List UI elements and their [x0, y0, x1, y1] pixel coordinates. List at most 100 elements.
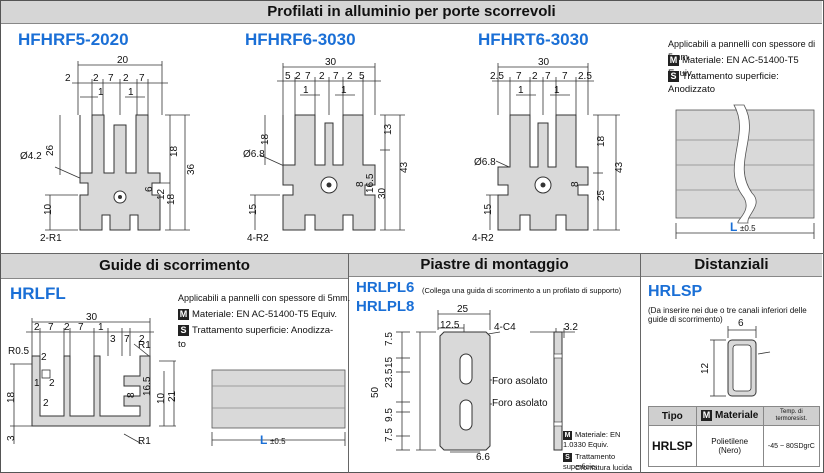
label-slot-hole-1: Foro asolato [492, 376, 548, 387]
slot-hole-2 [459, 399, 473, 431]
length-illustration-guide: L ±0.5 [211, 369, 346, 447]
dim-hfhrt6-e: 7 [562, 71, 568, 82]
table-row: HRLSP Polietilene (Nero) -45 ~ 80SDgrC [648, 425, 821, 467]
length-label-guide: L [260, 433, 267, 447]
dim-hfhrf6-d: 2 [319, 71, 325, 82]
product-title-hfhrf5: HFHRF5-2020 [18, 30, 129, 49]
length-tolerance-top: ±0.5 [740, 224, 756, 233]
dim-hfhrf6-h3: 43 [399, 161, 410, 173]
product-title-hrlpl6: HRLPL6 [356, 279, 415, 296]
dim-hrlfl-w: 30 [86, 312, 98, 323]
dim-hfhrt6-h5: 15 [483, 203, 494, 215]
spacer-drawing: 6 12 [700, 318, 771, 397]
dim-hrlfl-f: 7 [124, 334, 130, 345]
profile-drawing-hfhrt6: 30 2.5 7 2 7 7 2.5 1 1 Ø6.8 18 43 8 25 1… [472, 57, 625, 244]
plate-material-badge: M [563, 430, 572, 440]
dim-plate-b: 6.6 [476, 452, 490, 463]
dim-hrlfl-r1b: R1 [138, 436, 151, 447]
profile-shape-hfhrt6 [497, 114, 589, 231]
cell-material: Polietilene (Nero) [695, 425, 764, 467]
dim-hfhrt6-hole: Ø6.8 [474, 157, 496, 168]
dim-hfhrt6-d: 7 [545, 71, 551, 82]
top-note-applicable: Applicabili a pannelli con spessore di 5… [668, 39, 816, 62]
dim-hrlfl-h21: 21 [167, 390, 178, 402]
dim-plate-h75b: 7.5 [384, 428, 395, 442]
slot-hole-1 [459, 353, 473, 385]
dim-hfhrf6-one-a: 1 [303, 85, 309, 96]
dim-hfhrf6-f: 2 [347, 71, 353, 82]
dim-hfhrf5-hole: Ø4.2 [20, 151, 42, 162]
dim-hfhrf6-h7: 15 [248, 203, 259, 215]
dim-hfhrf6-e: 7 [333, 71, 339, 82]
divider-middle [0, 253, 824, 254]
dim-plate-h50: 50 [370, 386, 381, 398]
spacer-note: (Da inserire nei due o tre canali inferi… [648, 306, 807, 324]
dim-hfhrt6-a: 2.5 [490, 71, 504, 82]
dim-hrlfl-v1: 1 [34, 378, 40, 389]
dim-hrlfl-v2b: 2 [49, 378, 55, 389]
dim-hfhrf6-h4: 8 [355, 181, 366, 187]
dim-plate-h75a: 7.5 [384, 332, 395, 346]
section-title-guides: Guide di scorrimento [1, 254, 348, 279]
dim-hfhrf5-h6: 18 [166, 193, 177, 205]
dim-hrlfl-a: 2 [34, 322, 40, 333]
dim-hfhrf5-h5: 12 [156, 188, 167, 200]
surface-badge: S [668, 70, 679, 82]
dim-hfhrf5-h1: 26 [45, 144, 56, 156]
dim-hrlfl-h18: 18 [6, 391, 17, 403]
profile-drawing-hfhrf6: 30 5 2 7 2 7 2 5 1 1 Ø6.8 18 13 43 8 16.… [243, 57, 410, 244]
dim-hrlfl-h165: 16.5 [142, 376, 153, 396]
section-title-profiles: Profilati in alluminio per porte scorrev… [1, 1, 822, 24]
top-material-text: Materiale: EN AC-51400-T5 Equiv. [668, 55, 799, 79]
dim-hrlfl-b: 7 [48, 322, 54, 333]
length-label-top: L [730, 220, 737, 234]
dim-hfhrt6-h4: 25 [596, 189, 607, 201]
product-title-hrlpl8: HRLPL8 [356, 298, 415, 315]
dim-hfhrt6-h2: 43 [614, 161, 625, 173]
guide-note-treatment-cont: to [178, 339, 186, 350]
label-slot-hole-2: Foro asolato [492, 398, 548, 409]
dim-hfhrf5-h2: 18 [169, 145, 180, 157]
product-title-hfhrt6: HFHRT6-3030 [478, 30, 589, 49]
guide-treatment-text: Trattamento superficie: Anodizza- [192, 325, 334, 336]
dim-hfhrf5-d: 2 [123, 73, 129, 84]
dim-hfhrt6-h3: 8 [570, 181, 581, 187]
dim-plate-a: 12.5 [440, 320, 460, 331]
guide-surface-badge: S [178, 324, 189, 336]
section-title-plates: Piastre di montaggio [349, 254, 640, 277]
material-badge: M [668, 54, 679, 66]
dim-plate-t: 3.2 [564, 322, 578, 333]
dim-hfhrf6-g: 5 [359, 71, 365, 82]
dim-hfhrf5-h7: 10 [43, 203, 54, 215]
dim-plate-h15: 15 [384, 356, 395, 368]
dim-hfhrf5-one-b: 1 [128, 87, 134, 98]
spec-material-badge: M [700, 410, 712, 422]
plate-material-text: Materiale: EN 1.0330 Equiv. [563, 430, 621, 449]
dim-hfhrt6-w: 30 [538, 57, 550, 68]
plate-shape [439, 331, 491, 451]
dim-hfhrf5-one-a: 1 [98, 87, 104, 98]
dim-hfhrt6-one-b: 1 [554, 85, 560, 96]
dim-hfhrf5-h3: 36 [186, 163, 197, 175]
dim-hfhrf6-h6: 30 [377, 187, 388, 199]
dim-hfhrf6-h1: 18 [260, 133, 271, 145]
dim-hfhrf6-b: 2 [295, 71, 301, 82]
dim-hrlfl-g: 2 [139, 334, 145, 345]
cell-temp: -45 ~ 80SDgrC [762, 425, 821, 467]
dim-hrlfl-sq: 2 [43, 398, 49, 409]
dim-hfhrf5-h4: 6 [144, 186, 155, 192]
dim-hfhrf6-w: 30 [325, 57, 337, 68]
product-title-hfhrf6: HFHRF6-3030 [245, 30, 356, 49]
length-illustration-top: L ±0.5 [675, 104, 815, 239]
dim-plate-c4: 4-C4 [494, 322, 516, 333]
dim-hfhrf6-c: 7 [305, 71, 311, 82]
dim-plate-w: 25 [457, 304, 469, 315]
cell-type: HRLSP [648, 425, 697, 467]
dim-hfhrf6-r: 4-R2 [247, 233, 269, 244]
dim-hfhrf5-w: 20 [117, 55, 129, 66]
profile-shape-hfhrf6 [282, 114, 376, 231]
